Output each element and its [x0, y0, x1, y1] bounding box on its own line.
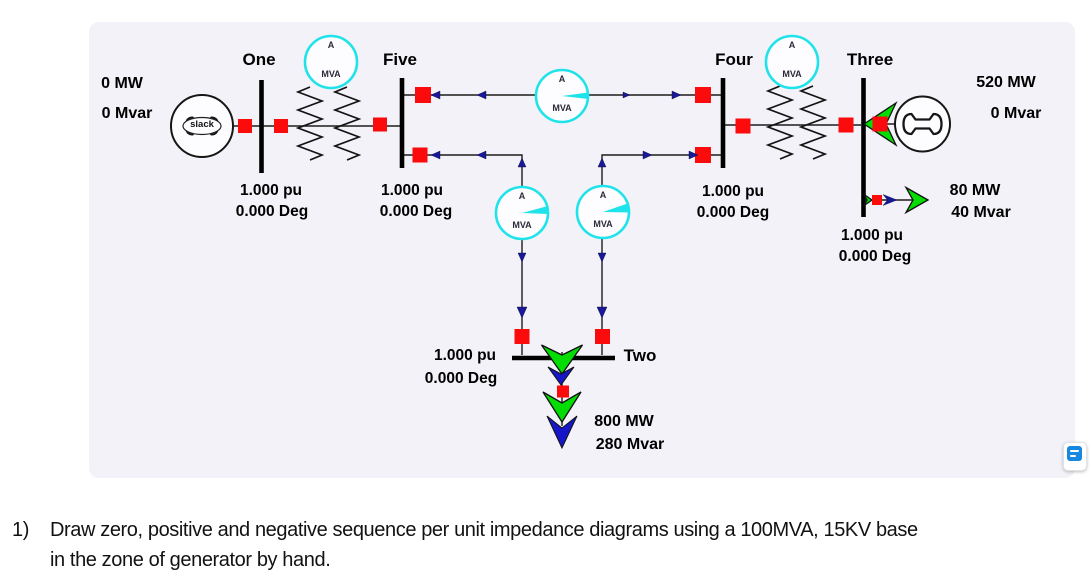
gen-three-mw: 520 MW — [976, 74, 1036, 91]
generator-arrow-icon — [862, 101, 898, 147]
bus-one-voltage: 1.000 pu — [239, 182, 303, 199]
bus-three-angle: 0.000 Deg — [838, 248, 912, 265]
mva-meter-five-four — [534, 68, 590, 124]
transformer-four-three — [765, 85, 828, 160]
bus-five-name: Five — [382, 50, 418, 69]
gen-slack-mvar: 0 Mvar — [101, 105, 153, 122]
meter-field-label: A — [599, 190, 607, 200]
meter-unit-label: MVA — [593, 219, 613, 229]
bus-four-angle: 0.000 Deg — [696, 204, 770, 221]
generator-three-symbol — [894, 95, 951, 153]
question-line-2: in the zone of generator by hand. — [50, 549, 331, 571]
bus-two-angle: 0.000 Deg — [424, 370, 498, 387]
question-number: 1) — [12, 519, 29, 541]
load-two-arrow — [540, 344, 584, 450]
gen-three-mvar: 0 Mvar — [990, 105, 1042, 122]
comment-widget-glyph — [1067, 446, 1082, 461]
load-two-mvar: 280 Mvar — [595, 436, 665, 453]
bus-three-voltage: 1.000 pu — [840, 227, 904, 244]
bus-five-voltage: 1.000 pu — [380, 182, 444, 199]
meter-unit-label: MVA — [552, 103, 572, 113]
bus-one-name: One — [242, 50, 276, 69]
flow-arrow-icons — [430, 90, 699, 319]
mva-meter-four-three — [764, 34, 820, 90]
meter-unit-label: MVA — [321, 69, 341, 79]
comment-widget-icon[interactable] — [1063, 442, 1087, 471]
bus-one-angle: 0.000 Deg — [235, 203, 309, 220]
meter-field-label: A — [327, 40, 335, 50]
meter-field-label: A — [518, 191, 526, 201]
bus-four-name: Four — [715, 50, 753, 69]
mva-meter-one-five — [303, 34, 359, 90]
circuit-breakers — [238, 87, 854, 344]
bus-four-voltage: 1.000 pu — [701, 183, 765, 200]
meter-unit-label: MVA — [512, 220, 532, 230]
bus-three-name: Three — [846, 50, 894, 69]
question-line-1: Draw zero, positive and negative sequenc… — [50, 519, 918, 541]
load-three-mvar: 40 Mvar — [951, 204, 1011, 221]
transformer-one-five — [295, 86, 362, 161]
gen-slack-mw: 0 MW — [101, 75, 143, 92]
meter-field-label: A — [558, 74, 566, 84]
load-two-mw: 800 MW — [594, 413, 654, 430]
load-three-mw: 80 MW — [949, 182, 1001, 199]
bus-five-angle: 0.000 Deg — [379, 203, 453, 220]
meter-field-label: A — [788, 40, 796, 50]
bus-two-voltage: 1.000 pu — [433, 347, 497, 364]
meter-unit-label: MVA — [782, 69, 802, 79]
generator-slack-symbol — [170, 94, 234, 158]
mva-meter-four-two — [575, 184, 631, 240]
mva-meter-five-two — [494, 185, 550, 241]
bus-two-name: Two — [623, 346, 657, 365]
load-three-arrow — [862, 185, 930, 215]
slack-tag: slack — [190, 119, 214, 130]
